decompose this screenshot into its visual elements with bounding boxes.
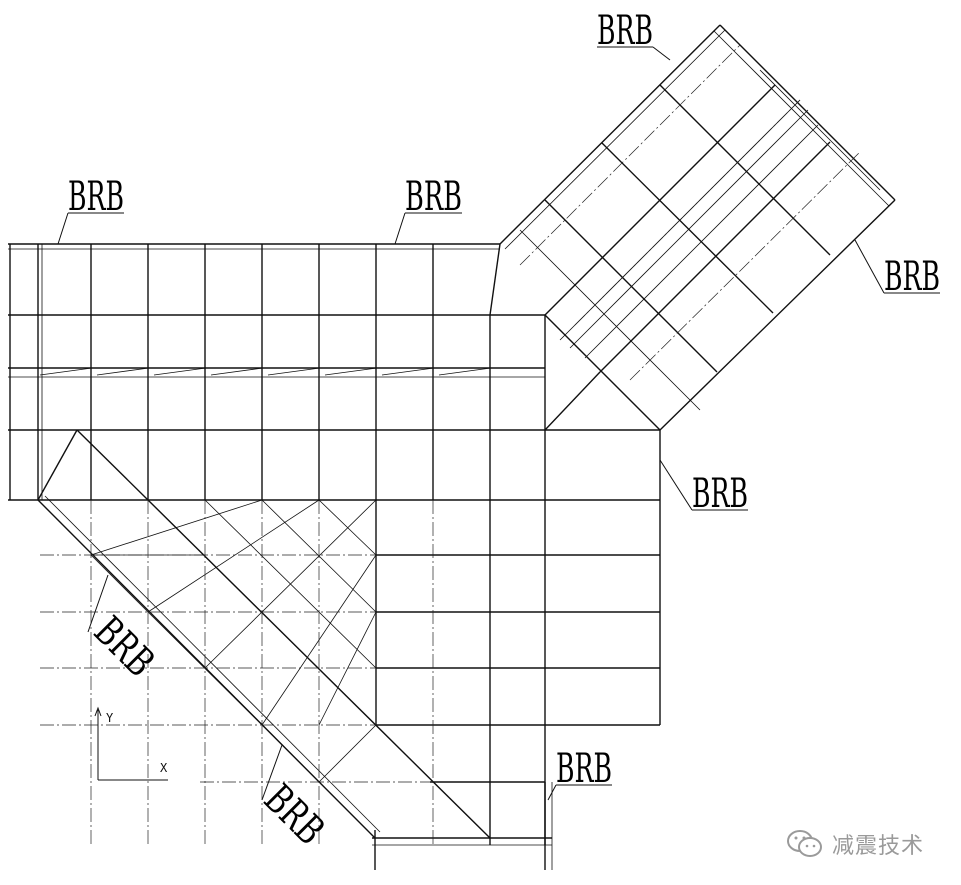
watermark-text: 减震技术 xyxy=(832,834,925,859)
brb-label: BRB xyxy=(85,608,163,686)
brb-label: BRB xyxy=(597,8,653,54)
right-block-grid xyxy=(372,430,661,870)
brb-label: BRB xyxy=(405,174,462,220)
brb-label: BRB xyxy=(692,471,748,517)
brb-label: BRB xyxy=(68,174,124,220)
brb-label: BRB xyxy=(884,254,940,300)
ucs-y-label: Y xyxy=(106,711,114,725)
ucs-x-label: X xyxy=(160,761,168,775)
ucs-icon: Y X xyxy=(94,706,168,781)
rotated-wing-grid xyxy=(499,24,896,431)
wechat-icon xyxy=(787,830,822,857)
watermark: 减震技术 xyxy=(786,826,924,862)
brb-label: BRB xyxy=(556,746,612,792)
left-wing-grid xyxy=(8,243,660,845)
diagonal-wing xyxy=(37,429,491,845)
leaders xyxy=(57,46,940,801)
brb-labels: BRB BRB BRB BRB BRB BRB BRB BRB xyxy=(68,8,940,854)
